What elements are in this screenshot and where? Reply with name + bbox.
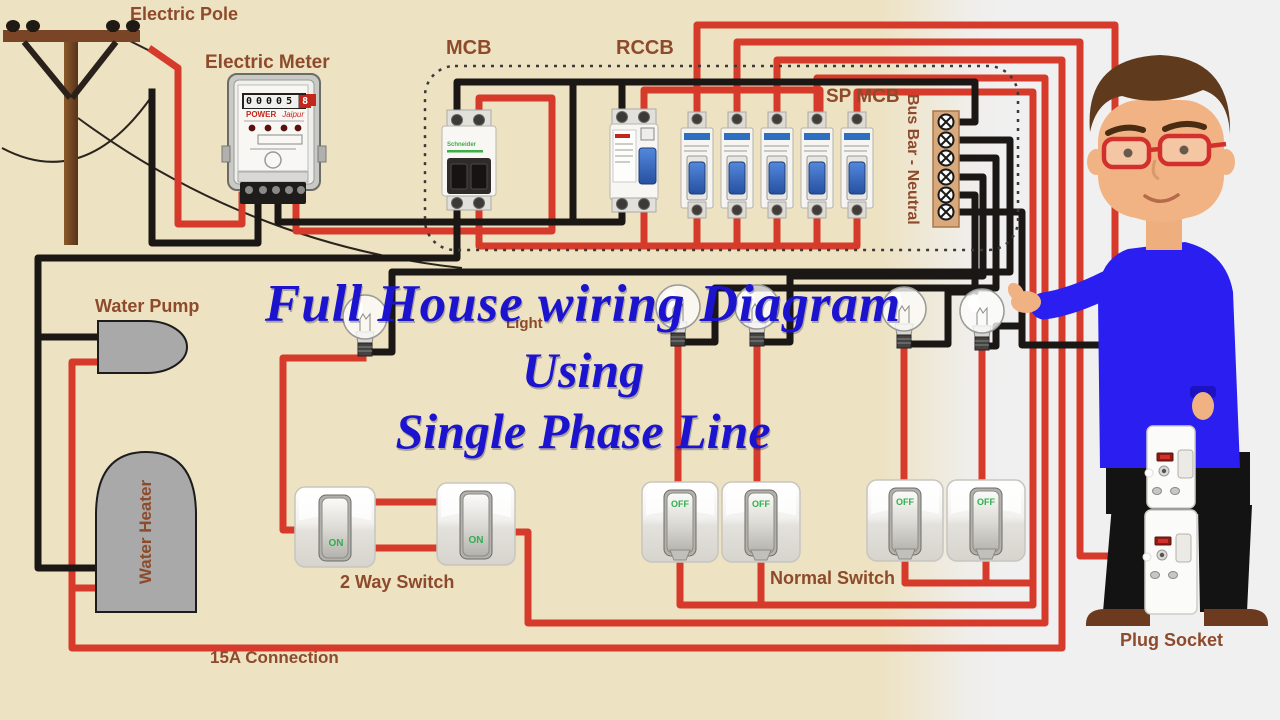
switch-off-label-2: OFF: [752, 499, 770, 509]
two-way-switch: [436, 482, 516, 566]
switches: [294, 479, 1026, 568]
mcb-brand-text: Schneider: [447, 142, 477, 148]
meter-reading-last-digit: 8: [299, 95, 312, 108]
title-line-3: Single Phase Line: [395, 403, 771, 459]
switch-off-label-4: OFF: [977, 497, 995, 507]
switch-off-label-3: OFF: [896, 497, 914, 507]
diagram-title: Full House wiring Diagram Using Single P…: [233, 275, 933, 459]
electric-pole: [3, 20, 140, 245]
normal-switch: [946, 479, 1026, 562]
meter-brand-script: Jaipur: [282, 110, 305, 119]
light-bulb: [881, 286, 927, 349]
electric-meter-label: Electric Meter: [205, 52, 330, 73]
distribution-board-border: [423, 64, 1020, 252]
switch-on-label-1: ON: [328, 538, 344, 549]
neutral-bus-bar: [932, 110, 960, 228]
light-bulb: [734, 284, 780, 347]
sp-mcb-breakers: [680, 111, 874, 219]
normal-switch: [641, 481, 719, 563]
sp-mcb: [760, 111, 794, 219]
plug-socket: [1144, 425, 1196, 509]
normal-switch: [866, 479, 944, 562]
switch-off-label-1: OFF: [671, 499, 689, 509]
normal-switch: [721, 481, 801, 563]
water-heater-shape: [95, 450, 197, 613]
two-way-switch: [294, 486, 376, 568]
light-bulbs: [342, 284, 1005, 357]
light-bulb: [655, 284, 701, 347]
sp-mcb: [720, 111, 754, 219]
light-bulb: [959, 288, 1005, 351]
title-line-2: Using: [521, 342, 645, 398]
rccb-breaker: [609, 108, 659, 213]
plug-socket-label: Plug Socket: [1120, 630, 1224, 650]
cartoon-man: [1007, 55, 1269, 626]
electric-pole-label: Electric Pole: [130, 4, 239, 24]
water-pump-shape: [97, 320, 188, 374]
meter-brand: POWER Jaipur: [246, 110, 304, 119]
switch-on-label-2: ON: [468, 535, 484, 546]
meter-brand-name: POWER: [246, 110, 277, 119]
water-pump-label: Water Pump: [95, 296, 200, 316]
sp-mcb: [800, 111, 834, 219]
meter-reading-digits: 00005: [244, 95, 300, 108]
mcb-label: MCB: [446, 37, 492, 59]
bus-bar-label: Bus Bar - Neutral: [904, 94, 921, 225]
plug-socket: [1142, 509, 1198, 615]
two-way-switch-label: 2 Way Switch: [340, 572, 455, 592]
plug-sockets: [1142, 425, 1198, 615]
electric-meter: [221, 73, 327, 204]
water-heater-label: Water Heater: [136, 479, 155, 585]
light-label: Light: [506, 315, 543, 332]
mcb-breaker: [441, 109, 497, 211]
title-line-1: Full House wiring Diagram: [264, 275, 902, 333]
sp-mcb: [840, 111, 874, 219]
rccb-label: RCCB: [616, 37, 674, 59]
sp-mcb-label: SP MCB: [826, 86, 900, 107]
meter-reading: 00005 8: [244, 95, 312, 108]
light-bulb: [342, 294, 388, 357]
sp-mcb: [680, 111, 714, 219]
neutral-wires-black: [34, 78, 1154, 572]
15a-connection-label: 15A Connection: [210, 648, 339, 667]
normal-switch-label: Normal Switch: [770, 568, 896, 588]
